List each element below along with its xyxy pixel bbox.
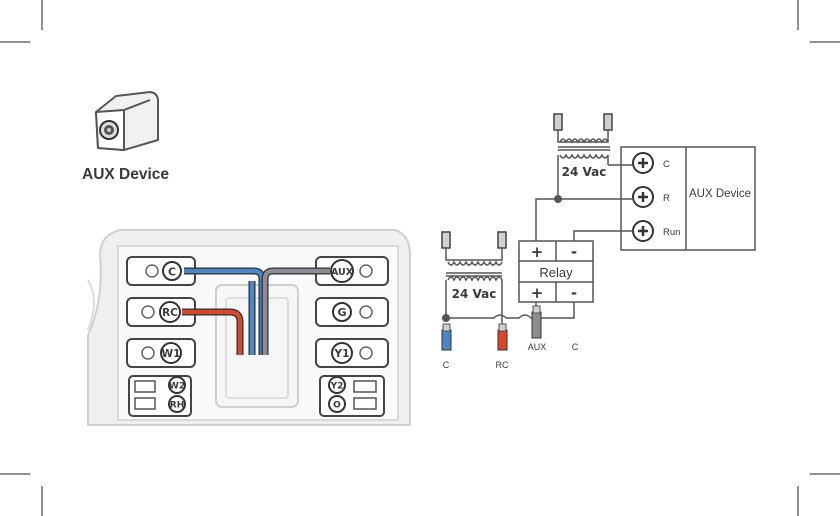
terminal-label: Y2 bbox=[330, 382, 344, 392]
junction-dot bbox=[442, 314, 450, 322]
terminal-label: W1 bbox=[162, 348, 181, 360]
wire-label-rc: RC bbox=[496, 360, 509, 370]
wire-label-aux: AUX bbox=[528, 342, 547, 352]
terminal-label: RH bbox=[170, 401, 184, 411]
wire-end-rc-red bbox=[498, 310, 507, 350]
terminal-label: C bbox=[168, 266, 176, 279]
terminal-label: RC bbox=[162, 307, 178, 319]
terminal-label: W2 bbox=[169, 382, 185, 392]
terminal-label: O bbox=[333, 401, 341, 411]
aux-terminal-run-label: Run bbox=[663, 227, 680, 238]
terminal-label: G bbox=[337, 306, 346, 319]
terminal-w2-rh: W2 RH bbox=[129, 376, 191, 416]
transformer-top bbox=[554, 114, 612, 165]
aux-terminal-screws bbox=[633, 153, 653, 241]
relay-plus-top: + bbox=[531, 243, 544, 261]
transformer-left-label: 24 Vac bbox=[452, 287, 497, 301]
relay-plus-bottom: + bbox=[531, 284, 544, 302]
terminal-g: G bbox=[316, 298, 388, 326]
wire-end-aux-gray bbox=[532, 306, 541, 338]
aux-device-icon-label: AUX Device bbox=[82, 166, 169, 183]
wire-label-c-right: C bbox=[572, 342, 579, 352]
relay-minus-top: - bbox=[571, 243, 577, 261]
aux-terminal-c-label: C bbox=[663, 159, 670, 170]
terminal-w1: W1 bbox=[127, 339, 195, 367]
wire-label-c: C bbox=[443, 360, 450, 370]
junction-dot bbox=[554, 195, 562, 203]
aux-device-icon bbox=[96, 92, 158, 150]
terminal-y1: Y1 bbox=[316, 339, 388, 367]
aux-terminal-r-label: R bbox=[663, 193, 670, 204]
terminal-y2-o: Y2 O bbox=[320, 376, 384, 416]
wire-end-c-blue bbox=[442, 324, 451, 350]
relay-label: Relay bbox=[539, 265, 573, 280]
terminal-label: AUX bbox=[331, 267, 354, 278]
transformer-left bbox=[442, 232, 506, 280]
aux-device-box-label: AUX Device bbox=[689, 188, 751, 200]
terminal-label: Y1 bbox=[334, 348, 350, 360]
relay-minus-bottom: - bbox=[571, 284, 577, 302]
transformer-top-label: 24 Vac bbox=[562, 165, 607, 179]
